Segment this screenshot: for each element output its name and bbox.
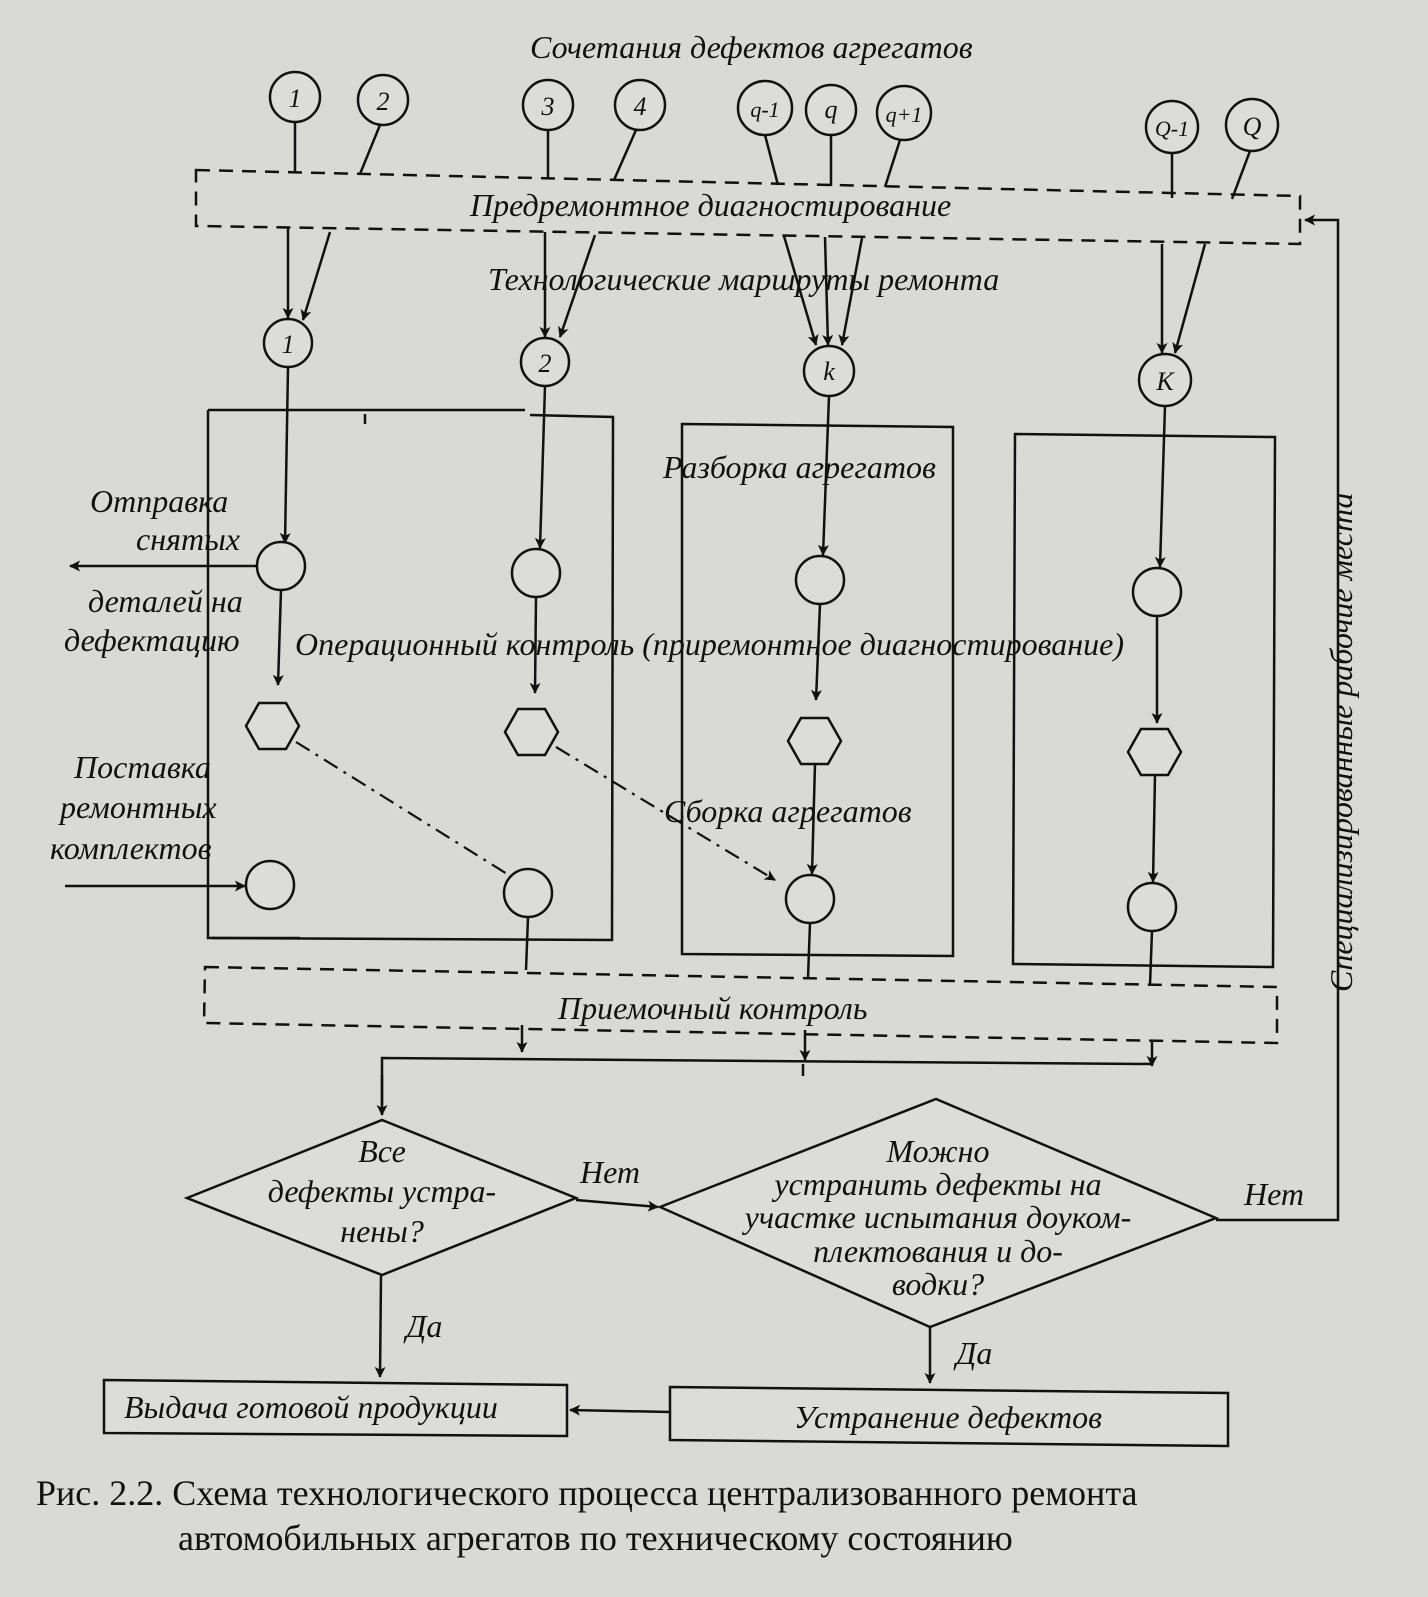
defect-circle-label: Q-1	[1155, 116, 1189, 141]
title-defect-combinations: Сочетания дефектов агрегатов	[530, 29, 973, 65]
node-circle	[255, 540, 307, 592]
output-box	[102, 1378, 569, 1438]
send-parts-label: Отправка снятых деталей на дефектацию	[64, 483, 243, 658]
area-k	[680, 422, 955, 958]
defect-circle-label: 3	[541, 92, 555, 121]
acceptance-box	[202, 965, 1279, 1045]
routes-label: Технологические маршруты ремонта	[488, 261, 999, 297]
assembly-label: Сборка агрегатов	[664, 793, 912, 829]
supply-line: Поставка	[73, 749, 211, 785]
defect-circle-label: q	[825, 95, 838, 124]
area-1	[206, 408, 525, 940]
node-circle	[784, 873, 836, 925]
defect-circles: 1 2 3 4 q-1 q q+1 Q-1 Q	[268, 70, 1280, 155]
control-hexagon	[503, 707, 560, 757]
node-circle	[794, 554, 846, 606]
pre-repair-label: Предремонтное диагностирование	[469, 187, 951, 223]
column-1-flow	[65, 366, 521, 911]
decision1-line: Все	[358, 1133, 406, 1169]
route-circle-label: 2	[539, 349, 552, 378]
control-hexagon	[244, 701, 301, 751]
fix-to-output-arrow	[569, 1404, 671, 1416]
decision2-line: участке испытания доуком-	[742, 1199, 1132, 1235]
route-circle-label: 1	[282, 330, 295, 359]
acceptance-arrows	[376, 1025, 1158, 1116]
yes-label-2: Да	[953, 1335, 992, 1371]
decision2-line: плектования и до-	[813, 1233, 1063, 1269]
node-circle	[510, 547, 562, 599]
send-parts-line: снятых	[136, 521, 240, 557]
yes-label-1: Да	[403, 1308, 442, 1344]
specialized-workplaces-label: Специализированные рабочие места	[1323, 493, 1359, 993]
disassembly-label: Разборка агрегатов	[662, 449, 936, 485]
area-K	[1011, 432, 1277, 969]
route-arrows	[282, 228, 1207, 354]
defect-circle-label: 2	[377, 87, 390, 116]
decision1-line: дефекты устра-	[268, 1173, 496, 1209]
defect-circle-label: Q	[1243, 112, 1262, 141]
send-parts-line: Отправка	[90, 483, 228, 519]
defect-connectors	[293, 122, 1252, 200]
node-circle	[502, 867, 554, 919]
acceptance-connectors	[524, 916, 1154, 986]
supply-circle	[244, 859, 296, 911]
defect-circle-label: 4	[634, 92, 647, 121]
decision2-line: Можно	[885, 1133, 989, 1169]
defect-circle-Q	[1224, 97, 1280, 153]
caption-line-2: автомобильных агрегатов по техническому …	[178, 1518, 1013, 1558]
defect-circle-4	[613, 78, 667, 132]
no-label-2: Нет	[1243, 1176, 1304, 1212]
fix-box	[668, 1385, 1230, 1448]
decision-can-fix	[656, 1097, 1220, 1329]
defect-circle-label: q-1	[750, 97, 779, 122]
column-2-flow	[502, 385, 776, 919]
control-hexagon	[786, 716, 843, 766]
work-areas	[206, 408, 1277, 969]
supply-line: ремонтных	[58, 789, 217, 825]
send-parts-line: дефектацию	[64, 622, 240, 658]
route-circle-label: k	[823, 357, 835, 386]
supply-label: Поставка ремонтных комплектов	[50, 749, 217, 866]
supply-line: комплектов	[50, 830, 212, 866]
route-circle-label: K	[1155, 367, 1175, 396]
output-label: Выдача готовой продукции	[124, 1389, 498, 1425]
area-1-right	[211, 413, 615, 942]
column-K-flow	[1126, 405, 1183, 933]
defect-circle-label: 1	[289, 84, 302, 113]
defect-circle-2	[356, 73, 410, 127]
decision2-line: водки?	[892, 1266, 984, 1302]
control-hexagon	[1126, 727, 1183, 777]
decision-all-fixed	[183, 1118, 580, 1277]
acceptance-label: Приемочный контроль	[557, 990, 867, 1026]
fix-label: Устранение дефектов	[794, 1399, 1102, 1435]
node-circle	[1126, 881, 1178, 933]
defect-circle-label: q+1	[886, 102, 923, 127]
decision1-line: нены?	[340, 1213, 424, 1249]
pre-repair-box	[194, 168, 1302, 246]
operational-control-label: Операционный контроль (приремонтное диаг…	[295, 626, 1124, 662]
no-label-1: Нет	[579, 1154, 640, 1190]
defect-circle-q-plus-1	[875, 84, 933, 142]
loop-back-arrow	[1216, 214, 1340, 1222]
node-circle	[1131, 566, 1183, 618]
column-k-flow	[784, 395, 846, 925]
send-parts-line: деталей на	[88, 583, 243, 619]
caption-line-1: Рис. 2.2. Схема технологического процесс…	[36, 1473, 1137, 1513]
route-circles: 1 2 k K	[262, 317, 1193, 408]
decision2-line: устранить дефекты на	[771, 1166, 1101, 1202]
